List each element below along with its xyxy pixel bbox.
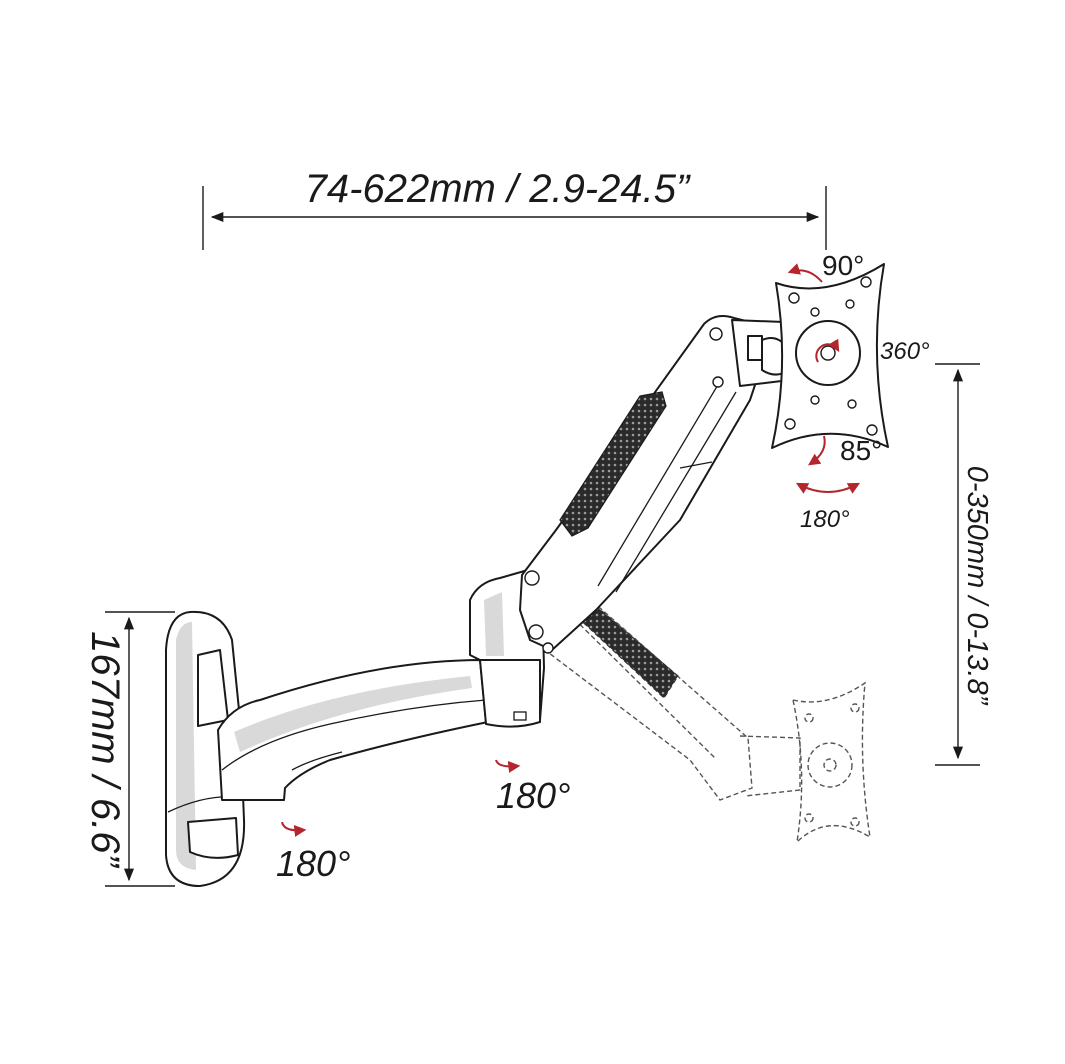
reach-label: 74-622mm / 2.9-24.5” — [305, 167, 691, 211]
base-height-dimension: 167mm / 6.6” — [83, 611, 175, 887]
rotation-arrows — [281, 263, 861, 837]
upper-arm — [519, 315, 771, 654]
ghost-hole — [850, 817, 860, 827]
vesa-hole — [788, 292, 800, 304]
upper-arm-pivot-bottom — [528, 624, 544, 640]
elbow-shade — [484, 592, 504, 656]
tilt-down-arrow-icon — [808, 435, 826, 466]
rotate-label: 360° — [880, 338, 930, 365]
height-adjust-dimension: 0-350mm / 0-13.8” — [935, 363, 993, 766]
upper-arm-ridge — [597, 377, 723, 587]
tilt-arrow-icon — [787, 263, 823, 283]
vesa-plate — [771, 263, 889, 449]
lower-arm — [217, 659, 489, 801]
ghost-vesa-plate — [792, 681, 871, 844]
upper-arm-pivot-top — [524, 570, 540, 586]
lower-arm-contour — [221, 699, 487, 771]
head-swivel-arrow-icon — [795, 482, 861, 494]
vesa-hole — [860, 276, 872, 288]
vesa-hole — [810, 307, 820, 317]
lower-arm-groove — [291, 751, 343, 771]
reach-dimension: 74-622mm / 2.9-24.5” — [202, 167, 827, 250]
wall-plate-slot-bottom — [187, 817, 239, 859]
upper-arm-ridge-2 — [615, 391, 737, 593]
upper-arm-pivot-screw — [542, 642, 554, 654]
vesa-plate-center-screw — [820, 345, 836, 361]
elbow-swivel-arrow-icon — [495, 759, 521, 773]
head-swivel-label: 180° — [800, 506, 850, 533]
vesa-hole — [810, 395, 820, 405]
ghost-hole — [850, 703, 860, 713]
base-swivel-arrow-icon — [281, 821, 307, 837]
tilt-head-knob — [747, 335, 763, 361]
tilt-label: 90° — [822, 250, 864, 281]
vesa-hole — [845, 299, 855, 309]
vesa-hole — [866, 424, 878, 436]
ghost-arm-mesh — [570, 605, 679, 699]
lower-arm-highlight — [234, 676, 472, 752]
ghost-tilt-joint — [739, 735, 801, 797]
wall-plate-shade — [176, 622, 196, 870]
vesa-hole — [847, 399, 857, 409]
upper-arm-head-pivot — [709, 327, 723, 341]
ghost-plate-center — [823, 758, 837, 772]
base-height-label: 167mm / 6.6” — [83, 631, 127, 868]
elbow-collar — [479, 659, 541, 728]
upper-arm-mesh-grip — [559, 391, 667, 537]
upper-arm-body — [519, 315, 771, 651]
height-adjust-label: 0-350mm / 0-13.8” — [961, 466, 993, 706]
rotate-arrow-icon — [815, 338, 840, 363]
elbow-swivel-label: 180° — [496, 775, 570, 816]
vesa-hole — [784, 418, 796, 430]
elbow-screw — [513, 711, 527, 721]
base-swivel-label: 180° — [276, 843, 350, 884]
wall-bracket — [165, 610, 247, 887]
tilt-down-label: 85° — [840, 435, 882, 466]
ghost-plate-hub — [807, 742, 853, 788]
upper-arm-head-screw — [712, 376, 724, 388]
ghost-hole — [804, 713, 814, 723]
ghost-hole — [804, 813, 814, 823]
upper-arm-band — [679, 461, 713, 469]
